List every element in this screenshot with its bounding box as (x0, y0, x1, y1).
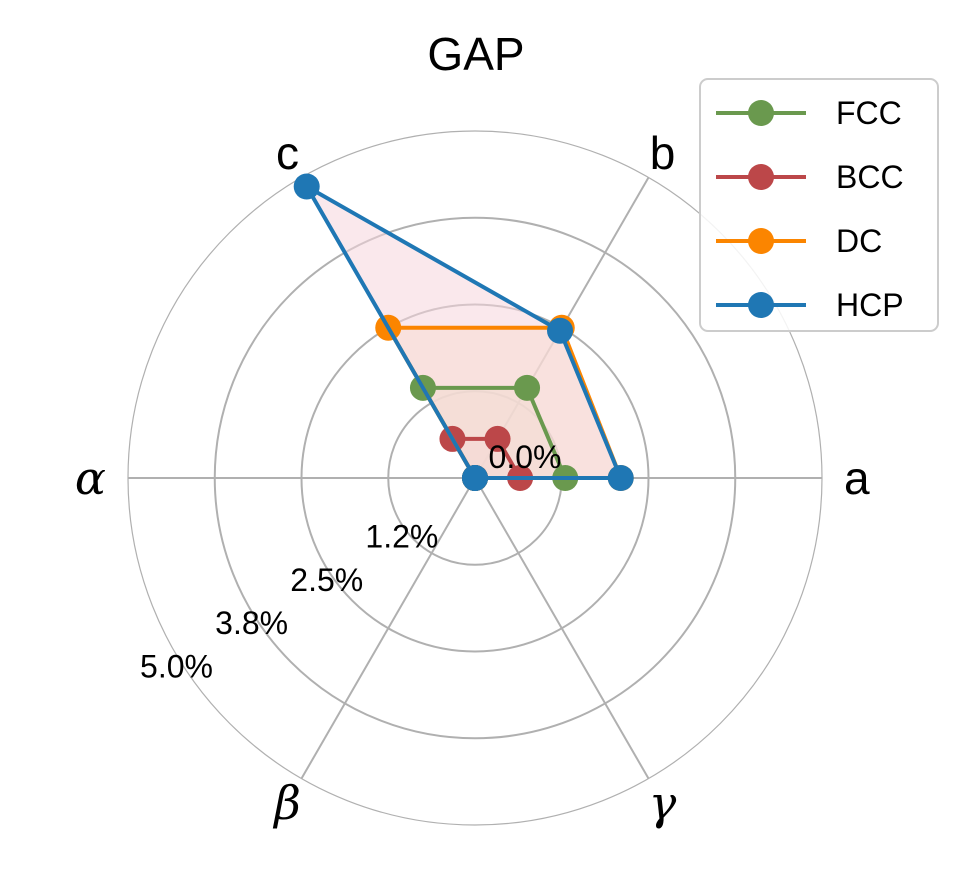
legend-label: BCC (836, 159, 904, 195)
legend: FCC BCC DC HCP (699, 78, 939, 332)
legend-box (699, 78, 939, 332)
legend-label: DC (836, 223, 882, 259)
grid-spoke-4 (300, 477, 476, 780)
chart-title: GAP (427, 28, 524, 80)
data-point (547, 317, 574, 344)
series-hcp (293, 173, 634, 491)
legend-marker (748, 292, 774, 318)
data-point (462, 465, 488, 491)
legend-marker (748, 164, 774, 190)
tick-label: 5.0% (140, 649, 213, 685)
legend-marker (748, 228, 774, 254)
axis-label-3: α (75, 451, 106, 505)
tick-label: 0.0% (489, 439, 562, 475)
axis-label-1: b (650, 127, 676, 179)
radial-tick-labels: 0.0% 1.2%2.5%3.8%5.0% (140, 439, 561, 685)
series-lines (293, 173, 634, 491)
legend-label: FCC (836, 95, 902, 131)
series-fill-hcp (306, 186, 621, 478)
data-point (293, 173, 320, 200)
axis-label-0: a (844, 452, 870, 504)
legend-marker (748, 100, 774, 126)
data-point (607, 465, 634, 491)
axis-label-5: γ (649, 776, 677, 830)
data-point (514, 374, 541, 401)
tick-label: 1.2% (365, 518, 438, 554)
data-point (484, 425, 511, 452)
tick-label: 3.8% (215, 605, 288, 641)
grid-spoke-5 (474, 477, 650, 780)
axis-label-2: c (276, 127, 299, 179)
axis-label-4: β (272, 776, 301, 830)
legend-label: HCP (836, 287, 904, 323)
legend-entry-fcc: FCC (716, 95, 902, 131)
axis-labels: a b c α β γ (75, 127, 870, 830)
legend-entry-bcc: BCC (716, 159, 904, 195)
legend-entry-dc: DC (716, 223, 882, 259)
legend-entry-hcp: HCP (716, 287, 904, 323)
tick-label: 2.5% (290, 562, 363, 598)
